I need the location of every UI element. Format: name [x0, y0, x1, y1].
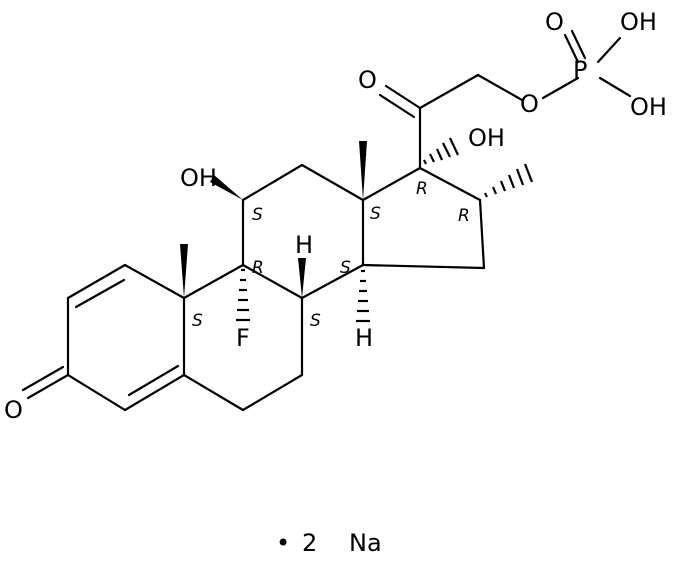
c14-hydrogen: H: [355, 324, 373, 352]
stereo-label-c8: S: [310, 311, 321, 331]
c3-ketone-oxygen: O: [4, 396, 23, 424]
salt-counterion: Na: [349, 529, 382, 557]
c11-hydroxyl: OH: [180, 164, 217, 192]
ring-a-bonds: [21, 263, 186, 412]
c8-hydrogen: H: [295, 231, 313, 259]
phosphorus-atom: P: [573, 56, 587, 84]
c20-ketone-oxygen: O: [358, 66, 377, 94]
ring-c-bonds: [241, 163, 365, 300]
c17-hydroxyl: OH: [468, 124, 505, 152]
stereo-label-c16: R: [458, 206, 470, 226]
salt-count: 2: [302, 529, 317, 557]
c9-fluorine: F: [236, 324, 250, 352]
phosphate-hydroxyl-top: OH: [620, 8, 657, 36]
phosphate-oxo-oxygen: O: [545, 8, 564, 36]
ester-oxygen: O: [520, 90, 539, 118]
hash-bonds: [236, 137, 534, 323]
stereo-label-c14: S: [340, 258, 351, 278]
stereo-label-c11: S: [252, 205, 263, 225]
ring-d-bonds: [361, 166, 486, 270]
stereo-label-c10: S: [192, 311, 203, 331]
stereo-label-c9: R: [252, 258, 264, 278]
stereo-label-c17: R: [416, 179, 428, 199]
salt-bullet: •: [276, 529, 290, 557]
ring-b-bonds: [182, 263, 304, 412]
side-chain-bonds: [378, 29, 632, 170]
wedge-bonds: [180, 141, 367, 298]
phosphate-hydroxyl-right: OH: [630, 93, 667, 121]
stereo-label-c13: S: [370, 204, 381, 224]
